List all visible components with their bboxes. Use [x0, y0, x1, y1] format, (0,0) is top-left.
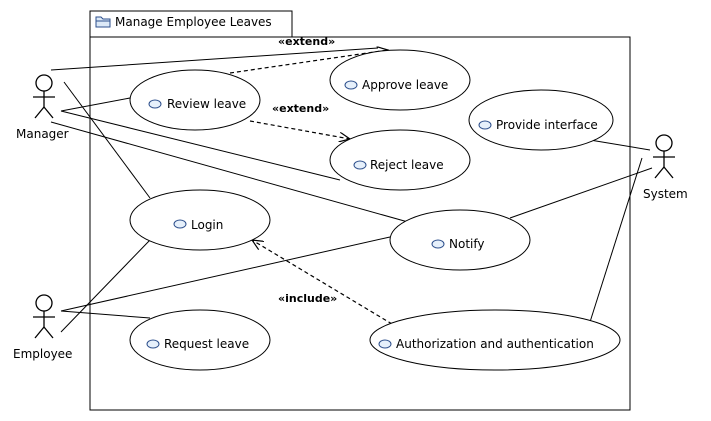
extend-approve-label: «extend» — [278, 35, 335, 48]
extend-approve-arrow — [229, 50, 388, 74]
use-case-label: Review leave — [167, 97, 246, 111]
associations — [50, 47, 653, 333]
use-case-label: Notify — [449, 237, 484, 251]
use-case-label: Request leave — [164, 337, 249, 351]
stick-figure-icon — [653, 134, 675, 179]
assoc-system-notify — [509, 167, 653, 219]
use-case-icon — [378, 339, 392, 349]
actor-label: Manager — [16, 127, 69, 141]
use-case-label: Login — [191, 218, 223, 232]
use-case-label: Provide interface — [496, 118, 598, 132]
assoc-manager-login — [63, 81, 151, 199]
use-case-icon — [344, 80, 358, 90]
actor-label: System — [643, 187, 688, 201]
actor-manager[interactable]: Manager — [16, 74, 69, 141]
actor-label: Employee — [13, 347, 72, 361]
use-case-icon — [146, 339, 160, 349]
use-case-notify[interactable]: Notify — [389, 209, 531, 271]
use-case-label: Authorization and authentication — [396, 337, 594, 351]
use-case-icon — [353, 160, 367, 170]
package-title: Manage Employee Leaves — [115, 15, 272, 29]
assoc-manager-review — [60, 97, 131, 112]
assoc-employee-login — [60, 239, 151, 333]
assoc-system-interface — [589, 139, 651, 151]
extend-reject-arrow — [249, 120, 350, 139]
use-case-label: Approve leave — [362, 78, 448, 92]
use-case-request-leave[interactable]: Request leave — [129, 309, 271, 371]
assoc-system-auth — [589, 157, 643, 323]
folder-icon — [95, 16, 111, 28]
stick-figure-icon — [33, 294, 55, 339]
use-case-label: Reject leave — [370, 158, 444, 172]
use-case-review-leave[interactable]: Review leave — [129, 69, 261, 131]
assoc-manager-approve — [50, 47, 379, 71]
actor-employee[interactable]: Employee — [13, 294, 72, 361]
use-case-provide-interface[interactable]: Provide interface — [468, 89, 614, 151]
use-case-icon — [431, 239, 445, 249]
include-auth-label: «include» — [278, 292, 337, 305]
actor-system[interactable]: System — [643, 134, 688, 201]
include-auth-arrow — [252, 240, 393, 325]
extend-reject-label: «extend» — [272, 102, 329, 115]
assoc-manager-reject — [60, 110, 341, 181]
use-case-login[interactable]: Login — [129, 189, 271, 251]
use-case-icon — [478, 120, 492, 130]
dependencies: «extend» «extend» «include» — [229, 35, 393, 325]
assoc-employee-notify — [60, 236, 391, 312]
use-case-authorization-authentication[interactable]: Authorization and authentication — [369, 309, 621, 371]
assoc-employee-request — [60, 310, 151, 319]
use-case-reject-leave[interactable]: Reject leave — [329, 129, 471, 191]
use-case-icon — [148, 99, 162, 109]
use-case-approve-leave[interactable]: Approve leave — [329, 49, 471, 111]
assoc-manager-notify — [50, 121, 409, 223]
package-tab — [89, 10, 293, 38]
stick-figure-icon — [33, 74, 55, 119]
use-case-icon — [173, 219, 187, 229]
